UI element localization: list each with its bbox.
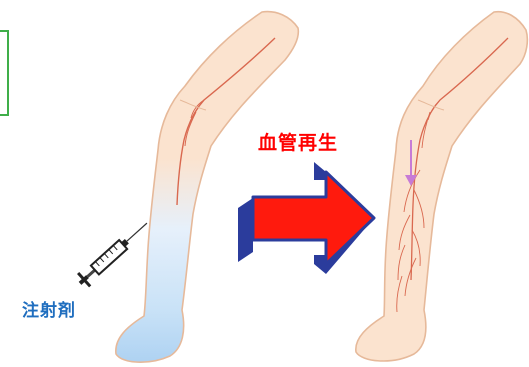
leg-after — [356, 12, 528, 361]
right-arrow-icon — [238, 162, 374, 274]
syringe-icon — [74, 216, 153, 290]
leg-before-body — [116, 12, 299, 363]
leg-after-body — [356, 12, 528, 361]
regeneration-label: 血管再生 — [258, 128, 338, 155]
leg-before — [116, 12, 299, 363]
injection-label: 注射剤 — [22, 296, 76, 321]
